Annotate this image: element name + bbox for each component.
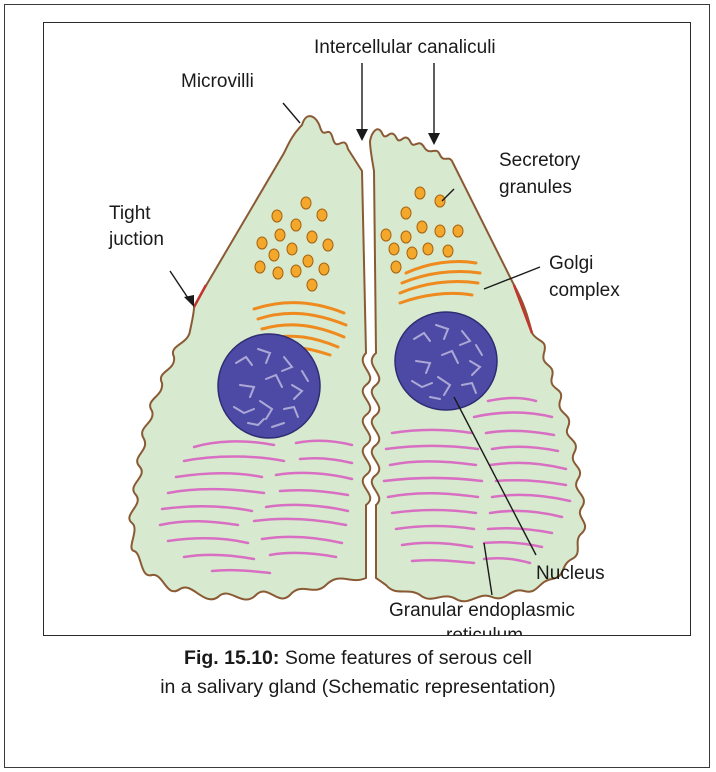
canaliculi-arrow-right: [428, 133, 440, 145]
label-intercellular-canaliculi: Intercellular canaliculi: [314, 37, 496, 58]
nucleus-left: [218, 334, 320, 438]
label-secretory-granules-1: Secretory: [499, 150, 581, 171]
label-granular-er-2: reticulum: [446, 625, 523, 636]
caption-line-1: Fig. 15.10: Some features of serous cell: [0, 644, 716, 673]
label-golgi-complex-1: Golgi: [549, 253, 593, 274]
caption-line-2: in a salivary gland (Schematic represent…: [0, 673, 716, 702]
diagram-figure: Microvilli Intercellular canaliculi Tigh…: [43, 22, 691, 636]
label-tight-junction-1: Tight: [109, 203, 151, 224]
figure-number: Fig. 15.10:: [184, 647, 279, 669]
tight-junction-arrow: [184, 295, 194, 307]
nucleus-right: [395, 312, 497, 410]
label-golgi-complex-2: complex: [549, 280, 620, 301]
label-granular-er-1: Granular endoplasmic: [389, 600, 575, 621]
label-microvilli: Microvilli: [181, 71, 254, 92]
label-nucleus: Nucleus: [536, 563, 605, 584]
figure-caption: Fig. 15.10: Some features of serous cell…: [0, 644, 716, 702]
canaliculi-arrow-left: [356, 129, 368, 141]
label-tight-junction-2: juction: [108, 229, 164, 250]
label-secretory-granules-2: granules: [499, 177, 572, 198]
caption-text-1: Some features of serous cell: [279, 647, 532, 669]
